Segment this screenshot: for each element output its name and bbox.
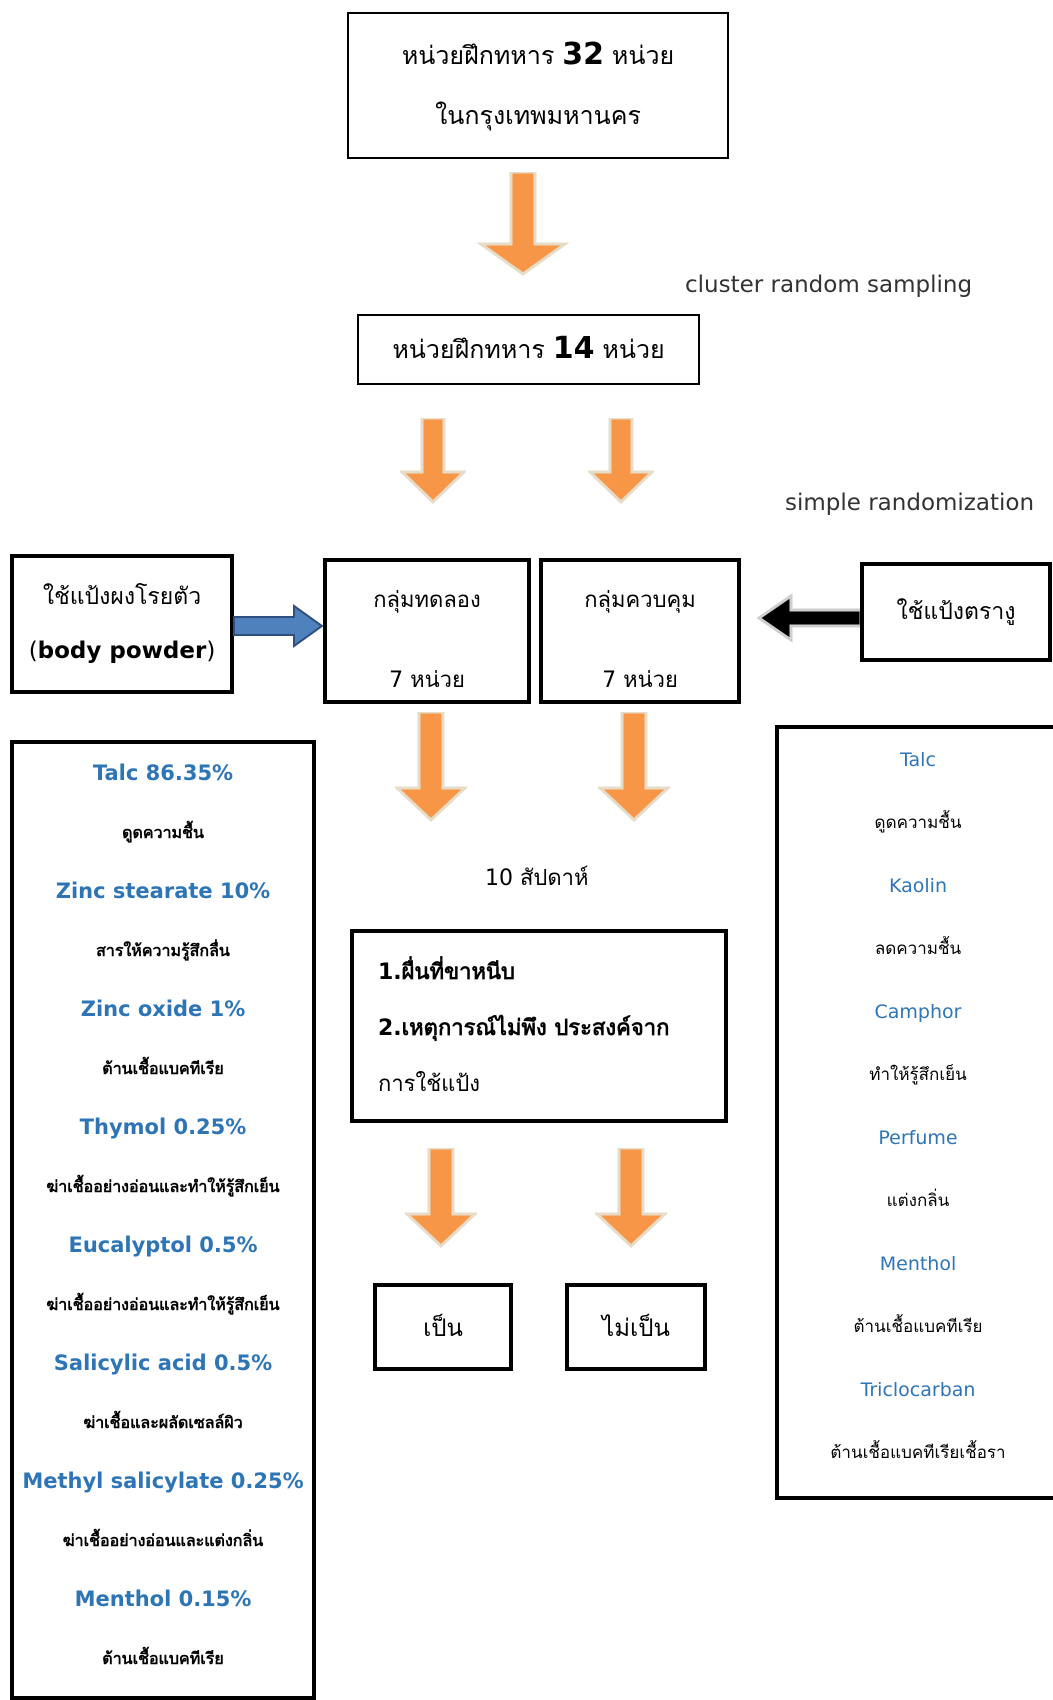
experimental-group-title: กลุ่มทดลอง: [373, 588, 481, 613]
ingredient-description: ต้านเชื้อแบคทีเรีย: [853, 1317, 983, 1337]
arrow-down-after-experimental: [395, 712, 467, 822]
arrow-down-to-no: [595, 1148, 667, 1248]
arrow-down-after-control: [598, 712, 670, 822]
ingredient-description: ทำให้รู้สึกเย็น: [869, 1065, 967, 1085]
ingredient-description: แต่งกลิ่น: [886, 1191, 950, 1211]
outcome-line1: 1.ผื่นที่ขาหนีบ: [378, 960, 515, 985]
control-ingredients-list: Talc ดูดความชื้น Kaolin ลดความชื้น Camphor ทำ…: [779, 729, 1053, 1485]
cluster-sampling-label: cluster random sampling: [685, 272, 973, 298]
arrow-down-control: [588, 418, 654, 504]
experimental-group-box: กลุ่มทดลอง 7 หน่วย: [323, 558, 531, 704]
outcome-line3: การใช้แป้ง: [378, 1072, 481, 1097]
ingredient-description: ฆ่าเชื้ออย่างอ่อนและทำให้รู้สึกเย็น: [46, 1295, 280, 1314]
ingredient-name: Talc 86.35%: [92, 761, 234, 785]
control-group-count: 7 หน่วย: [602, 668, 678, 693]
body-powder-box: ใช้แป้งผงโรยตัว (body powder): [10, 554, 234, 694]
ingredient-name: Menthol: [879, 1253, 957, 1275]
result-no-box: ไม่เป็น: [565, 1283, 707, 1371]
snake-powder-box: ใช้แป้งตรางู: [860, 562, 1052, 662]
ingredient-description: ฆ่าเชื้ออย่างอ่อนและทำให้รู้สึกเย็น: [46, 1177, 280, 1196]
ingredient-description: สารให้ความรู้สึกลื่น: [96, 941, 230, 960]
ingredient-description: ดูดความชื้น: [122, 823, 204, 842]
control-ingredients-panel: Talc ดูดความชื้น Kaolin ลดความชื้น Camphor ทำ…: [775, 725, 1053, 1500]
source-units-box: หน่วยฝึกทหาร 32 หน่วย ในกรุงเทพมหานคร: [347, 12, 729, 159]
ingredient-name: Zinc oxide 1%: [80, 997, 246, 1021]
outcome-box: 1.ผื่นที่ขาหนีบ 2.เหตุการณ์ไม่พึง ประสงค…: [350, 929, 728, 1123]
arrow-right-blue: [233, 604, 324, 648]
arrow-left-black: [756, 593, 863, 643]
ingredient-name: Methyl salicylate 0.25%: [22, 1469, 304, 1493]
outcome-line2: 2.เหตุการณ์ไม่พึง ประสงค์จาก: [378, 1016, 670, 1041]
source-units-line1: หน่วยฝึกทหาร 32 หน่วย: [401, 37, 675, 72]
ingredient-name: Camphor: [874, 1001, 962, 1023]
source-units-line2: ในกรุงเทพมหานคร: [435, 101, 641, 130]
ingredient-name: Menthol 0.15%: [74, 1587, 252, 1611]
ingredient-name: Triclocarban: [860, 1379, 976, 1401]
body-powder-ingredients-list: Talc 86.35% ดูดความชื้น Zinc stearate 10% ส…: [14, 744, 312, 1688]
ingredient-description: ต้านเชื้อแบคทีเรียเชื้อรา: [830, 1443, 1006, 1463]
experimental-group-count: 7 หน่วย: [389, 668, 465, 693]
duration-label: 10 สัปดาห์: [485, 866, 589, 891]
ingredient-description: ฆ่าเชื้ออย่างอ่อนและแต่งกลิ่น: [62, 1531, 264, 1550]
body-powder-line2: (body powder): [28, 638, 216, 664]
ingredient-description: ลดความชื้น: [874, 939, 962, 959]
control-group-title: กลุ่มควบคุม: [584, 588, 696, 613]
sampled-units-box: หน่วยฝึกทหาร 14 หน่วย: [357, 314, 700, 385]
arrow-down-to-yes: [405, 1148, 477, 1248]
ingredient-name: Kaolin: [889, 875, 947, 897]
ingredient-description: ฆ่าเชื้อและผลัดเซลล์ผิว: [83, 1413, 243, 1432]
ingredient-name: Zinc stearate 10%: [55, 879, 271, 903]
ingredient-description: ต้านเชื้อแบคทีเรีย: [102, 1649, 224, 1668]
ingredient-description: ดูดความชื้น: [874, 813, 962, 833]
ingredient-name: Thymol 0.25%: [79, 1115, 247, 1139]
control-group-box: กลุ่มควบคุม 7 หน่วย: [539, 558, 741, 704]
arrow-down-experimental: [400, 418, 466, 504]
ingredient-name: Talc: [900, 749, 936, 771]
ingredient-description: ต้านเชื้อแบคทีเรีย: [102, 1059, 224, 1078]
body-powder-line1: ใช้แป้งผงโรยตัว: [42, 584, 202, 610]
body-powder-ingredients-panel: Talc 86.35% ดูดความชื้น Zinc stearate 10% ส…: [10, 740, 316, 1700]
ingredient-name: Perfume: [878, 1127, 958, 1149]
randomization-label: simple randomization: [785, 490, 1035, 516]
ingredient-name: Salicylic acid 0.5%: [53, 1351, 273, 1375]
arrow-down-1: [477, 172, 569, 276]
result-yes-box: เป็น: [373, 1283, 513, 1371]
ingredient-name: Eucalyptol 0.5%: [68, 1233, 258, 1257]
